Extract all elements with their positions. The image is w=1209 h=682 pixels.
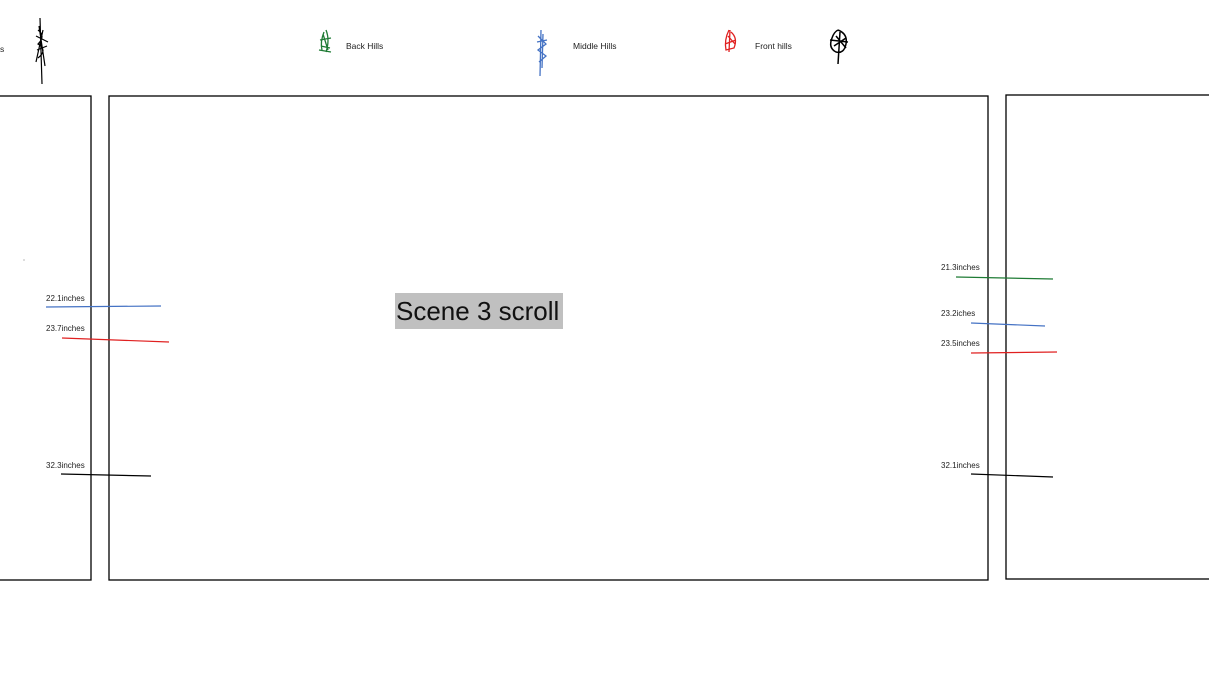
stray-dot [23,259,25,261]
center-panel [108,95,989,581]
left-panel [0,95,92,581]
measure-line [970,473,1054,478]
measure-line [45,305,162,308]
legend-label-back-hills: Back Hills [346,41,383,51]
measure-label: 21.3inches [941,263,980,272]
measure-label: 32.3inches [46,461,85,470]
measure-label: 32.1inches [941,461,980,470]
legend-label-front-hills: Front hills [755,41,792,51]
measure-label: 23.5inches [941,339,980,348]
right-panel [1005,94,1209,580]
black-blob-icon [829,29,849,65]
measure-line [61,337,170,343]
legend-label-middle-hills: Middle Hills [573,41,616,51]
scene-title: Scene 3 scroll [396,296,560,326]
measure-label: 23.2iches [941,309,975,318]
legend-edge-fragment: s [0,44,4,54]
measure-label: 22.1inches [46,294,85,303]
front-hills-icon [724,29,737,53]
measure-line [60,473,152,477]
scene-title-highlight [395,293,563,329]
back-hills-icon [318,29,332,53]
black-scribble-icon [35,17,49,85]
middle-hills-icon [536,29,548,77]
measure-line [970,351,1058,354]
measure-label: 23.7inches [46,324,85,333]
measure-line [970,322,1046,327]
measure-line [955,276,1054,280]
